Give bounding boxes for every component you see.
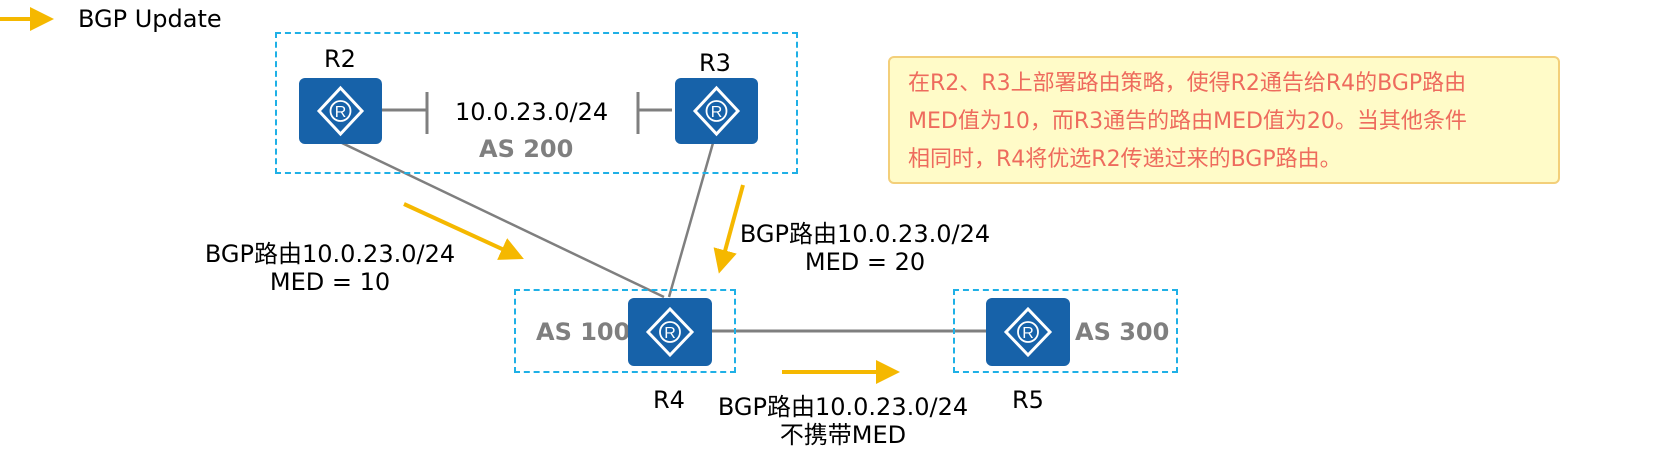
as200-box	[275, 32, 798, 174]
router-icon: R	[645, 306, 695, 358]
note-line: 相同时，R4将优选R2传递过来的BGP路由。	[908, 147, 1342, 172]
update-label-r3-r4: BGP路由10.0.23.0/24 MED = 20	[715, 220, 1015, 276]
router-r2[interactable]: R	[299, 78, 382, 144]
router-r3[interactable]: R	[675, 78, 758, 144]
router-r4[interactable]: R	[628, 298, 712, 366]
update-arrow-r3-r4	[713, 184, 745, 274]
update-med: MED = 10	[269, 268, 391, 296]
router-r5[interactable]: R	[986, 298, 1070, 366]
router-r2-label: R2	[324, 45, 356, 73]
update-arrow-r2-r4	[403, 202, 524, 260]
svg-text:R: R	[335, 104, 347, 121]
svg-text:R: R	[1022, 325, 1034, 342]
update-label-r2-r4: BGP路由10.0.23.0/24 MED = 10	[180, 240, 480, 296]
link-r2-r4	[341, 141, 665, 299]
as300-box	[953, 289, 1178, 373]
as200-label: AS 200	[479, 135, 574, 163]
update-route: BGP路由10.0.23.0/24	[739, 220, 991, 248]
network-label: 10.0.23.0/24	[455, 98, 609, 126]
update-med: 不携带MED	[779, 421, 907, 449]
as100-box	[514, 289, 736, 373]
router-r4-label: R4	[653, 386, 685, 414]
as300-label: AS 300	[1075, 318, 1170, 346]
legend-label: BGP Update	[78, 5, 222, 33]
router-icon: R	[1003, 306, 1053, 358]
svg-text:R: R	[664, 325, 676, 342]
update-med: MED = 20	[804, 248, 926, 276]
update-route: BGP路由10.0.23.0/24	[204, 240, 456, 268]
svg-text:R: R	[711, 104, 723, 121]
link-r3-r4	[667, 142, 715, 298]
router-icon: R	[316, 85, 365, 137]
update-route: BGP路由10.0.23.0/24	[717, 393, 969, 421]
router-r5-label: R5	[1012, 386, 1044, 414]
note-line: 在R2、R3上部署路由策略，使得R2通告给R4的BGP路由	[908, 71, 1467, 96]
note-line: MED值为10，而R3通告的路由MED值为20。当其他条件	[908, 109, 1467, 134]
router-icon: R	[692, 85, 741, 137]
update-label-r4-r5: BGP路由10.0.23.0/24 不携带MED	[693, 393, 993, 449]
router-r3-label: R3	[699, 49, 731, 77]
as100-label: AS 100	[536, 318, 631, 346]
explanation-note: 在R2、R3上部署路由策略，使得R2通告给R4的BGP路由 MED值为10，而R…	[888, 56, 1560, 184]
